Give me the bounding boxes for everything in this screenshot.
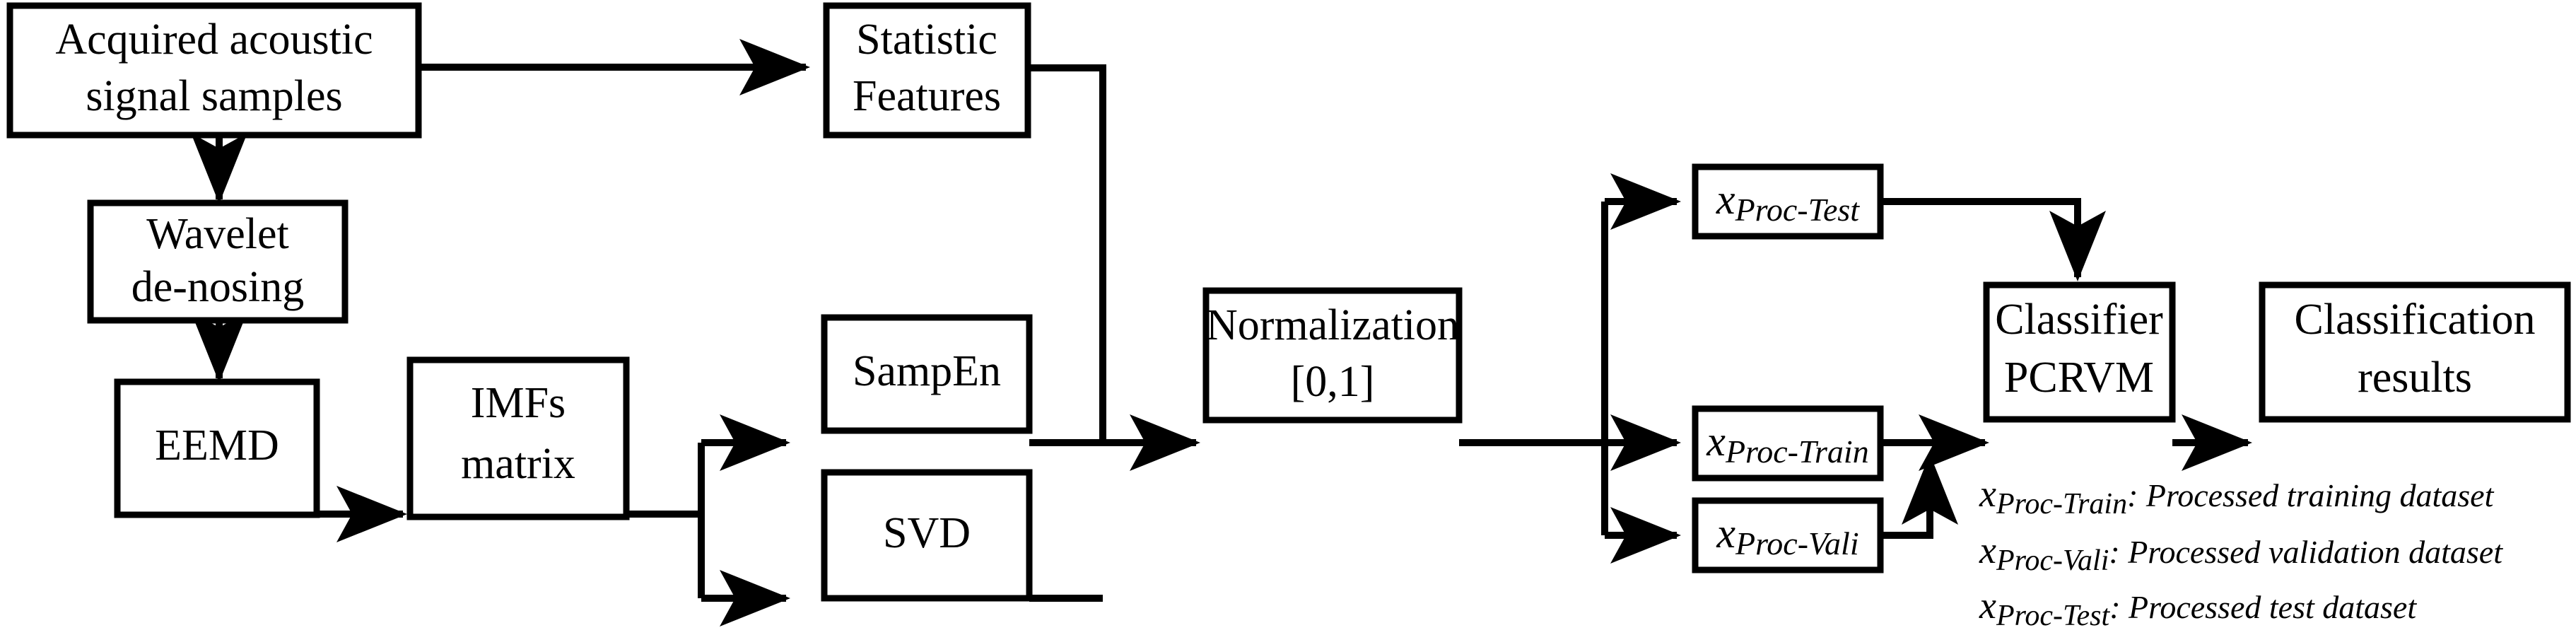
x-proc-test-base: x [1716, 176, 1735, 223]
legend-0-sub: Proc-Train [1996, 488, 2127, 520]
node-normalization[interactable]: Normalization [0,1] [1202, 287, 1463, 424]
legend-1-base: x [1979, 529, 1996, 571]
legend: xProc-Train: Processed training dataset … [1979, 472, 2503, 632]
legend-0-text: : Processed training dataset [2127, 477, 2495, 513]
node-sampen[interactable]: SampEn [821, 314, 1033, 434]
svd-label: SVD [883, 509, 971, 557]
eemd-label: EEMD [155, 421, 279, 470]
conn-statistic-merge [1028, 64, 1106, 443]
node-imfs-matrix[interactable]: IMFs matrix [406, 356, 630, 520]
node-classification-results[interactable]: Classification results [2259, 281, 2571, 423]
results-label-line1: Classification [2295, 296, 2536, 344]
statistic-label-line2: Features [853, 72, 1001, 120]
legend-2-base: x [1979, 584, 1996, 627]
x-proc-vali-base: x [1716, 510, 1735, 557]
legend-2-sub: Proc-Test [1996, 600, 2111, 632]
acquired-label-line2: signal samples [86, 72, 342, 120]
node-x-proc-train[interactable]: xProc-Train [1692, 405, 1884, 482]
sampen-label: SampEn [853, 347, 1001, 395]
wavelet-label-line1: Wavelet [146, 210, 289, 258]
node-statistic-features[interactable]: Statistic Features [823, 2, 1031, 139]
node-acquired-acoustic-signal-samples[interactable]: Acquired acoustic signal samples [6, 2, 422, 139]
normalization-label-line1: Normalization [1206, 301, 1459, 349]
x-proc-train-sub: Proc-Train [1725, 433, 1869, 470]
x-proc-vali-sub: Proc-Vali [1735, 525, 1859, 561]
node-svd[interactable]: SVD [821, 469, 1033, 602]
x-proc-vali-label: xProc-Vali [1716, 510, 1858, 561]
diagram-body: Acquired acoustic signal samples Statist… [6, 2, 2571, 632]
node-eemd[interactable]: EEMD [114, 378, 320, 518]
legend-1-text: : Processed validation dataset [2109, 534, 2503, 570]
node-classifier-pcrvm[interactable]: Classifier PCRVM [1983, 281, 2176, 423]
imfs-label-line2: matrix [461, 440, 575, 488]
x-proc-test-sub: Proc-Test [1735, 192, 1861, 228]
legend-1-sub: Proc-Vali [1996, 544, 2109, 577]
node-wavelet-de-nosing[interactable]: Wavelet de-nosing [87, 199, 349, 324]
legend-row-1: xProc-Vali: Processed validation dataset [1979, 529, 2503, 577]
classifier-label-line2: PCRVM [2004, 354, 2154, 402]
x-proc-train-label: xProc-Train [1706, 418, 1868, 470]
conn-proc-test-classifier [1880, 198, 2106, 282]
legend-row-2: xProc-Test: Processed test dataset [1979, 584, 2417, 632]
x-proc-test-label: xProc-Test [1716, 176, 1860, 228]
results-label-line2: results [2358, 354, 2472, 402]
x-proc-train-base: x [1706, 418, 1726, 465]
legend-0-base: x [1979, 472, 1996, 515]
classifier-label-line1: Classifier [1995, 296, 2163, 344]
imfs-label-line1: IMFs [471, 379, 566, 427]
normalization-label-line2: [0,1] [1291, 358, 1375, 406]
acquired-label-line1: Acquired acoustic [55, 16, 373, 64]
node-x-proc-test[interactable]: xProc-Test [1692, 163, 1884, 240]
statistic-label-line1: Statistic [856, 16, 997, 64]
legend-row-0: xProc-Train: Processed training dataset [1979, 472, 2495, 520]
conn-proc-vali-classifier [1880, 453, 1958, 539]
node-x-proc-vali[interactable]: xProc-Vali [1692, 497, 1884, 573]
legend-2-text: : Processed test dataset [2109, 589, 2417, 625]
wavelet-label-line2: de-nosing [131, 263, 305, 311]
